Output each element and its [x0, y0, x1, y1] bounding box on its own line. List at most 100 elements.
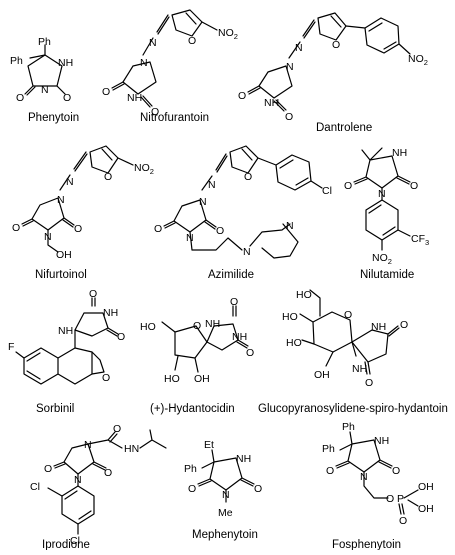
compound-glucopyranosylidene: HO O HO HO OH NH O NH O Glucopyranosylid…: [258, 289, 448, 415]
nifurtoinol-name: Nifurtoinol: [35, 269, 87, 281]
compound-phenytoin: Ph Ph NH O N O Phenytoin: [10, 36, 79, 124]
phenytoin-n: N: [41, 84, 49, 96]
nilutamide-nh: NH: [392, 147, 407, 159]
fosphenytoin-nh: NH: [374, 435, 389, 447]
compound-azimilide: N N N O O O N N Cl Azimilide: [154, 145, 332, 281]
compound-dantrolene: N N NH O O O NO2 Dantrolene: [238, 12, 428, 134]
gluco-ho-mid: HO: [286, 337, 302, 349]
dantrolene-n-link: N: [295, 42, 303, 54]
azimilide-o-furan: O: [244, 171, 252, 183]
compound-mephenytoin: Et Ph NH O N O Me Mephenytoin: [184, 439, 262, 541]
azimilide-o-left: O: [154, 223, 162, 235]
iprodione-o-right: O: [104, 467, 112, 479]
azimilide-n3: N: [186, 232, 194, 244]
hydantocidin-name: (+)-Hydantocidin: [150, 403, 235, 415]
azimilide-n1: N: [199, 196, 207, 208]
iprodione-o-top: O: [113, 423, 121, 435]
sorbinil-o-top: O: [89, 288, 97, 300]
iprodione-o-left: O: [44, 463, 52, 475]
sorbinil-nh-left: NH: [58, 325, 73, 337]
phenytoin-ph-left: Ph: [10, 55, 23, 67]
compound-iprodione: O N O HN O N Cl Cl Iprodione: [30, 423, 167, 551]
azimilide-cl: Cl: [322, 185, 332, 197]
iprodione-nh: HN: [124, 443, 139, 455]
fosphenytoin-ph-left: Ph: [322, 443, 335, 455]
iprodione-cl-lower: Cl: [70, 535, 80, 547]
nilutamide-n: N: [378, 188, 386, 200]
nifurtoinol-nitro: NO2: [134, 162, 154, 176]
phenytoin-nh: NH: [58, 57, 73, 69]
phenytoin-name: Phenytoin: [28, 112, 79, 124]
phenytoin-ph-upper: Ph: [38, 36, 51, 48]
iprodione-n1: N: [84, 439, 92, 451]
nitrofurantoin-nitro: NO2: [218, 27, 238, 41]
nifurtoinol-n1: N: [57, 194, 65, 206]
gluco-ho-left: HO: [282, 311, 298, 323]
compound-sorbinil: O NH NH O O F Sorbinil: [8, 288, 125, 415]
azimilide-n-link: N: [208, 179, 216, 191]
gluco-name: Glucopyranosylidene-spiro-hydantoin: [258, 403, 448, 415]
dantrolene-o-bottom: O: [285, 111, 293, 123]
nitrofurantoin-o-left: O: [102, 86, 110, 98]
mephenytoin-ph: Ph: [184, 463, 197, 475]
fosphenytoin-o-right: O: [392, 465, 400, 477]
azimilide-pip-n1: N: [243, 246, 251, 258]
hydantocidin-ho-top: HO: [140, 321, 156, 333]
gluco-oh: OH: [314, 369, 330, 381]
dantrolene-nh: NH: [264, 97, 279, 109]
gluco-ho-top: HO: [296, 289, 312, 301]
compound-nitrofurantoin: N N NH O O O NO2 Nitrofurantoin: [102, 9, 238, 124]
hydantocidin-o-top: O: [230, 296, 238, 308]
hydantocidin-nh-right: NH: [232, 331, 247, 343]
phenytoin-o-right: O: [63, 92, 71, 104]
fosphenytoin-o-link: O: [386, 493, 394, 505]
gluco-nh-bottom: NH: [352, 363, 367, 375]
mephenytoin-n: N: [222, 489, 230, 501]
mephenytoin-o-right: O: [254, 483, 262, 495]
phenytoin-o-left: O: [16, 92, 24, 104]
nitrofurantoin-o-furan: O: [188, 35, 196, 47]
nilutamide-nitro: NO2: [372, 252, 392, 266]
nifurtoinol-o-furan: O: [104, 171, 112, 183]
mephenytoin-et: Et: [204, 439, 214, 451]
sorbinil-f: F: [8, 341, 14, 353]
fosphenytoin-oh-upper: OH: [418, 481, 434, 493]
dantrolene-o-furan: O: [332, 39, 340, 51]
nilutamide-cf3: CF3: [411, 233, 429, 247]
dantrolene-n-ring: N: [286, 61, 294, 73]
iprodione-name: Iprodione: [42, 539, 90, 550]
dantrolene-name: Dantrolene: [316, 122, 372, 134]
nitrofurantoin-o-bottom: O: [151, 106, 159, 118]
sorbinil-o-ring: O: [102, 372, 110, 384]
compound-nifurtoinol: N N N O O OH O NO2 Nifurtoinol: [12, 145, 154, 281]
nilutamide-o-right: O: [410, 180, 418, 192]
mephenytoin-nh: NH: [236, 453, 251, 465]
gluco-nh-top: NH: [371, 321, 386, 333]
azimilide-o-right: O: [216, 225, 224, 237]
fosphenytoin-o-bottom: O: [399, 515, 407, 527]
hydantocidin-nh-top: NH: [205, 318, 220, 330]
azimilide-pip-n2: N: [286, 220, 294, 232]
hydantocidin-o-right: O: [246, 347, 254, 359]
mephenytoin-o-left: O: [188, 483, 196, 495]
nitrofurantoin-n-ring: N: [140, 57, 148, 69]
hydantocidin-ho-bottom: HO: [164, 373, 180, 385]
nifurtoinol-n-link: N: [66, 176, 74, 188]
azimilide-name: Azimilide: [208, 269, 254, 281]
nitrofurantoin-nh: NH: [127, 92, 142, 104]
mephenytoin-name: Mephenytoin: [192, 529, 258, 541]
nifurtoinol-o-left: O: [12, 222, 20, 234]
compound-nilutamide: NH N O O CF3 NO2 Nilutamide: [344, 147, 429, 281]
nilutamide-name: Nilutamide: [360, 269, 414, 281]
nifurtoinol-n3: N: [44, 231, 52, 243]
gluco-o-right: O: [400, 319, 408, 331]
fosphenytoin-n: N: [360, 471, 368, 483]
mephenytoin-me: Me: [218, 507, 233, 519]
sorbinil-nh-right: NH: [103, 307, 118, 319]
compound-hydantocidin: HO O NH O NH O HO OH (+)-Hydantocidin: [140, 296, 254, 415]
nilutamide-o-left: O: [344, 180, 352, 192]
fosphenytoin-ph-upper: Ph: [342, 421, 355, 433]
fosphenytoin-name: Fosphenytoin: [332, 539, 401, 550]
compound-fosphenytoin: Ph Ph NH O N O O P OH OH O Fosphenytoin: [322, 421, 434, 551]
